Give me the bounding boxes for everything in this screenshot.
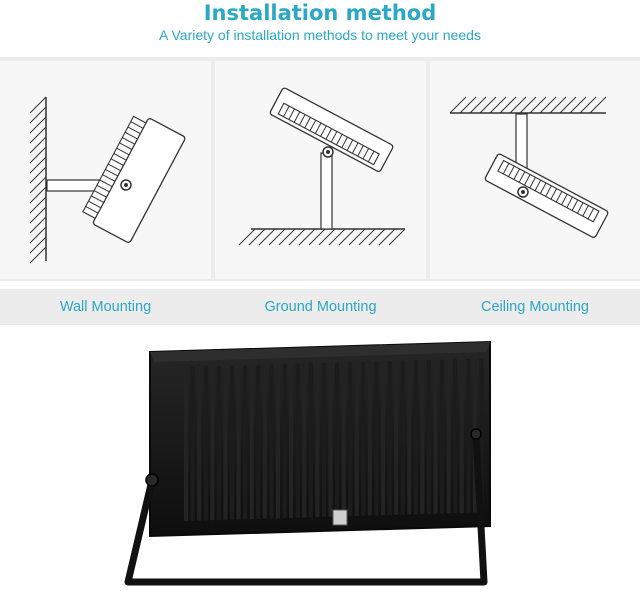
mounting-bracket — [124, 433, 488, 586]
heat-sink-fin — [374, 361, 379, 516]
ceiling-mount-panel — [430, 61, 640, 279]
wall-mount-illustration — [29, 96, 186, 264]
heat-sink-fin — [190, 366, 195, 521]
heat-sink-fin — [223, 365, 228, 520]
heat-sink-fin — [466, 358, 471, 513]
heat-sink-fin — [275, 364, 280, 519]
heat-sink-fin — [230, 365, 235, 520]
heat-sink-fin — [348, 362, 353, 517]
heat-sink-fin — [361, 361, 366, 516]
heat-sink-fin — [433, 359, 438, 514]
heat-sink-fin — [440, 359, 445, 514]
ground-mount-illustration — [238, 87, 406, 246]
heat-sink-fin — [210, 366, 215, 521]
product-label-plate — [332, 509, 348, 526]
heat-sink-fin — [282, 364, 287, 519]
heat-sink-fin — [321, 362, 326, 517]
heat-sink-fin — [262, 364, 267, 519]
ceiling-mounting-label: Ceiling Mounting — [480, 299, 589, 315]
heat-sink-fin — [289, 363, 294, 518]
heat-sink-fin — [446, 359, 451, 514]
heat-sink-fin — [315, 363, 320, 518]
heat-sink-fin — [203, 366, 208, 521]
heat-sink-fin — [453, 359, 458, 514]
heat-sink-fin — [295, 363, 300, 518]
heat-sink-fin — [381, 361, 386, 516]
heat-sink-fin — [354, 362, 359, 516]
heat-sink-fin — [197, 366, 202, 521]
heat-sink-fin — [335, 362, 340, 517]
heat-sink-fin — [400, 360, 405, 515]
heat-sink-fin — [407, 360, 412, 515]
heat-sink-fin — [367, 361, 372, 516]
page-title: Installation method — [203, 1, 437, 25]
heat-sink-fin — [184, 367, 189, 521]
heat-sink-fin — [394, 360, 399, 515]
wall-mounting-label: Wall Mounting — [59, 299, 152, 315]
installation-panels — [0, 57, 640, 281]
heat-sink-fin — [413, 360, 418, 515]
heat-sink-fin — [302, 363, 307, 518]
ground-mount-panel — [215, 61, 426, 279]
wall-mount-panel — [0, 61, 211, 279]
heat-sink-fin — [387, 361, 392, 515]
heat-sink-fin — [426, 359, 431, 514]
heat-sink-fin — [243, 365, 248, 520]
heat-sink-fin — [256, 364, 261, 519]
heat-sink-fin — [269, 364, 274, 519]
heat-sink-fin — [216, 366, 221, 520]
ground-mounting-label: Ground Mounting — [264, 299, 377, 315]
heat-sink-fin — [236, 365, 241, 520]
mounting-labels: Wall Mounting Ground Mounting Ceiling Mo… — [0, 289, 640, 325]
page-subtitle: A Variety of installation methods to mee… — [159, 27, 481, 43]
heat-sink-fin — [308, 363, 313, 518]
heat-sink-fin — [459, 358, 464, 513]
floodlight-product-image — [124, 340, 491, 586]
ceiling-mount-illustration — [449, 96, 609, 238]
heat-sink-fin — [328, 362, 333, 517]
heat-sink-fin — [341, 362, 346, 517]
heat-sink-fin — [420, 360, 425, 514]
heat-sink-fin — [249, 365, 254, 520]
